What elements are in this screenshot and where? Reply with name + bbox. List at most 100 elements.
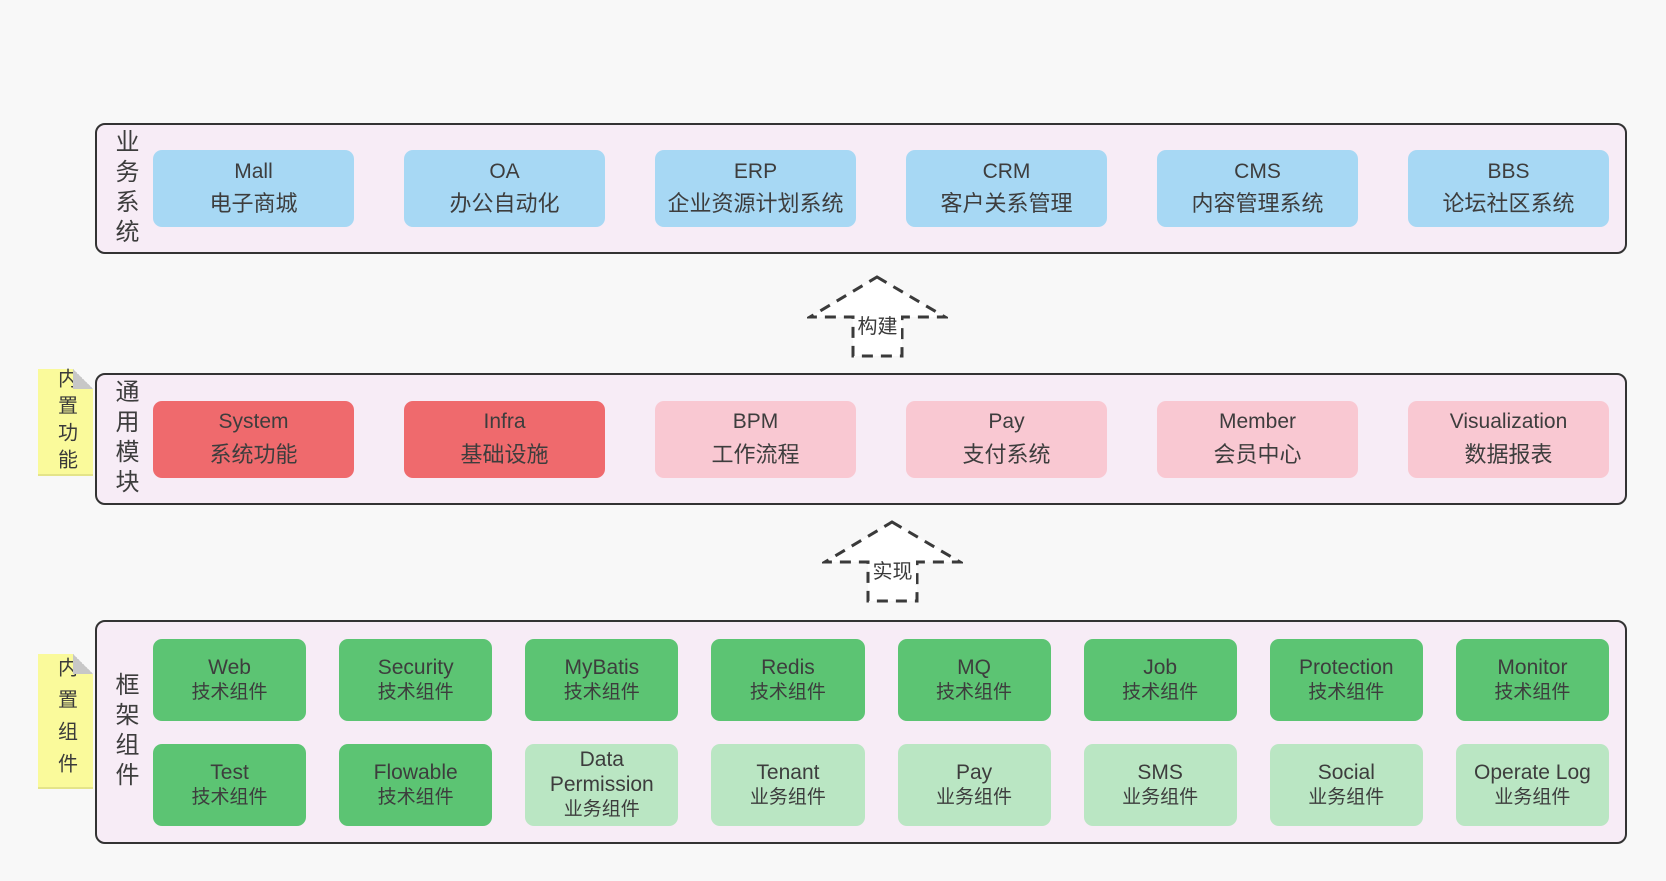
box-subtitle: 基础设施 [460, 441, 549, 467]
box-social: Social 业务组件 [1269, 743, 1423, 826]
panel-label-wrap: 框架组件 [109, 622, 139, 842]
box-subtitle: 业务组件 [1308, 786, 1385, 808]
box-sms: SMS 业务组件 [1083, 743, 1237, 826]
box-subtitle: 技术组件 [191, 681, 268, 703]
box-subtitle: 系统功能 [209, 441, 298, 467]
framework-components-label: 框架组件 [111, 672, 138, 792]
box-title: Operate Log [1474, 760, 1591, 784]
box-title: Protection [1299, 655, 1394, 679]
box-test: Test 技术组件 [153, 743, 307, 826]
box-subtitle: 业务组件 [563, 799, 640, 821]
box-subtitle: 业务组件 [749, 786, 826, 808]
sticky-note-label: 内置组件 [54, 656, 77, 785]
box-subtitle: 企业资源计划系统 [667, 191, 844, 217]
box-subtitle: 工作流程 [711, 441, 800, 467]
box-system: System 系统功能 [153, 400, 354, 478]
box-title: Social [1317, 760, 1375, 784]
panel-label-wrap: 业务系统 [109, 125, 139, 252]
box-erp: ERP 企业资源计划系统 [655, 150, 856, 227]
modules-boxes-row: System 系统功能 Infra 基础设施 BPM 工作流程 Pay 支付系统… [139, 375, 1625, 503]
components-row-1: Web 技术组件 Security 技术组件 MyBatis 技术组件 Redi… [153, 638, 1609, 721]
box-title: BBS [1487, 159, 1530, 183]
box-crm: CRM 客户关系管理 [906, 150, 1107, 227]
box-job: Job 技术组件 [1083, 638, 1237, 721]
box-subtitle: 技术组件 [563, 681, 640, 703]
box-title: Job [1143, 655, 1178, 679]
box-subtitle: 客户关系管理 [940, 191, 1073, 217]
box-title: ERP [733, 159, 778, 183]
box-mybatis: MyBatis 技术组件 [525, 638, 679, 721]
box-mall: Mall 电子商城 [153, 150, 354, 227]
box-title: System [218, 410, 289, 434]
business-systems-panel: 业务系统 Mall 电子商城 OA 办公自动化 ERP 企业资源计划系统 CRM… [95, 123, 1627, 254]
panel-label-wrap: 通用模块 [109, 375, 139, 503]
box-infra: Infra 基础设施 [404, 400, 605, 478]
business-boxes-row: Mall 电子商城 OA 办公自动化 ERP 企业资源计划系统 CRM 客户关系… [139, 125, 1625, 252]
box-subtitle: 内容管理系统 [1191, 191, 1324, 217]
box-subtitle: 技术组件 [191, 786, 268, 808]
box-title: Pay [988, 410, 1025, 434]
box-subtitle: 论坛社区系统 [1442, 191, 1575, 217]
box-monitor: Monitor 技术组件 [1455, 638, 1609, 721]
box-subtitle: 业务组件 [1122, 786, 1199, 808]
box-title: Mall [234, 159, 273, 183]
box-title: BPM [732, 410, 779, 434]
box-title: Infra [483, 410, 526, 434]
box-title: CMS [1234, 159, 1281, 183]
box-title: MQ [957, 655, 991, 679]
box-title: SMS [1137, 760, 1183, 784]
box-title: Member [1218, 410, 1297, 434]
box-title: Tenant [756, 760, 820, 784]
sticky-note-label: 内置功能 [54, 367, 77, 476]
box-subtitle: 技术组件 [1494, 681, 1571, 703]
box-title: Monitor [1497, 655, 1568, 679]
box-title: Security [377, 655, 454, 679]
box-mq: MQ 技术组件 [897, 638, 1051, 721]
box-subtitle: 支付系统 [962, 441, 1051, 467]
builtin-components-sticky-note: 内置组件 [38, 654, 93, 789]
box-subtitle: 会员中心 [1213, 441, 1302, 467]
business-systems-label: 业务系统 [111, 128, 138, 249]
framework-components-panel: 框架组件 Web 技术组件 Security 技术组件 MyBatis 技术组件… [95, 620, 1627, 844]
box-tenant: Tenant 业务组件 [711, 743, 865, 826]
box-subtitle: 业务组件 [1494, 786, 1571, 808]
implement-arrow: 实现 [822, 519, 963, 604]
box-subtitle: 技术组件 [1122, 681, 1199, 703]
box-pay-biz: Pay 业务组件 [897, 743, 1051, 826]
components-boxes-grid: Web 技术组件 Security 技术组件 MyBatis 技术组件 Redi… [139, 622, 1625, 842]
box-subtitle: 数据报表 [1464, 441, 1553, 467]
box-title: MyBatis [564, 655, 640, 679]
box-subtitle: 技术组件 [1308, 681, 1385, 703]
common-modules-panel: 通用模块 System 系统功能 Infra 基础设施 BPM 工作流程 Pay… [95, 373, 1627, 505]
box-flowable: Flowable 技术组件 [339, 743, 493, 826]
box-title: Test [210, 760, 249, 784]
box-bbs: BBS 论坛社区系统 [1408, 150, 1609, 227]
box-data-permission: Data Permission 业务组件 [525, 743, 679, 826]
box-oa: OA 办公自动化 [404, 150, 605, 227]
box-title: Visualization [1449, 410, 1568, 434]
components-row-2: Test 技术组件 Flowable 技术组件 Data Permission … [153, 743, 1609, 826]
box-member: Member 会员中心 [1157, 400, 1358, 478]
box-redis: Redis 技术组件 [711, 638, 865, 721]
box-title: Data Permission [549, 747, 654, 797]
box-title: OA [489, 159, 520, 183]
implement-arrow-label: 实现 [869, 555, 916, 584]
box-subtitle: 技术组件 [377, 786, 454, 808]
box-bpm: BPM 工作流程 [655, 400, 856, 478]
box-subtitle: 电子商城 [209, 191, 298, 217]
box-subtitle: 技术组件 [749, 681, 826, 703]
box-pay: Pay 支付系统 [906, 400, 1107, 478]
build-arrow-label: 构建 [854, 310, 901, 339]
box-visualization: Visualization 数据报表 [1408, 400, 1609, 478]
box-title: CRM [982, 159, 1031, 183]
box-operate-log: Operate Log 业务组件 [1455, 743, 1609, 826]
box-cms: CMS 内容管理系统 [1157, 150, 1358, 227]
build-arrow: 构建 [807, 274, 948, 359]
box-subtitle: 技术组件 [377, 681, 454, 703]
box-title: Web [208, 655, 251, 679]
box-security: Security 技术组件 [339, 638, 493, 721]
common-modules-label: 通用模块 [111, 379, 138, 499]
box-protection: Protection 技术组件 [1269, 638, 1423, 721]
builtin-functions-sticky-note: 内置功能 [38, 367, 93, 476]
